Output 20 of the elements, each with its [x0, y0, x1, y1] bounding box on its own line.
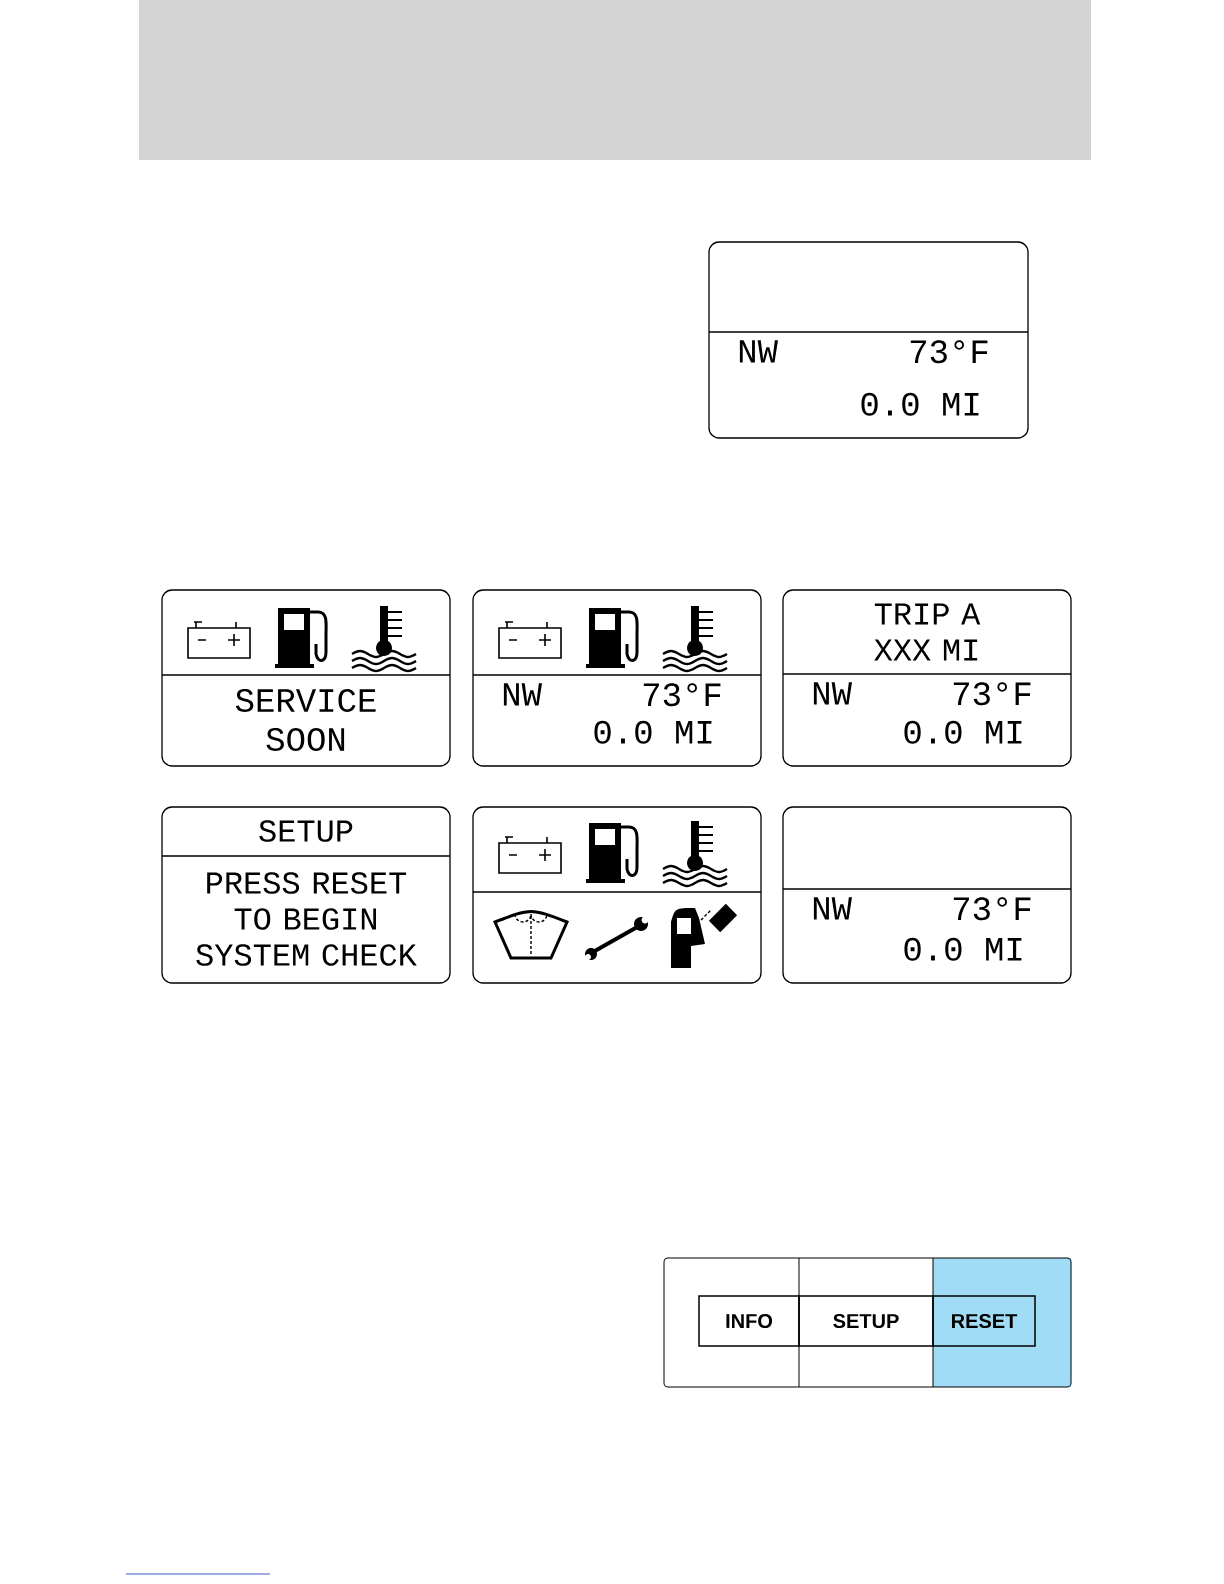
- display-text: NW: [813, 897, 852, 920]
- display-text: 73°F: [953, 897, 1031, 921]
- button: SETUP: [798, 1295, 934, 1347]
- display-text: PRESS RESET TO BEGIN SYSTEM CHECK: [196, 872, 417, 966]
- button: INFO: [698, 1295, 800, 1347]
- display-text: SETUP: [259, 820, 353, 842]
- display-text: TRIP A XXX MI: [874, 603, 981, 661]
- display-text: 0.0 MI: [861, 392, 979, 416]
- display-text: NW: [503, 683, 542, 706]
- display-text: 0.0 MI: [594, 720, 712, 744]
- display-text: NW: [813, 682, 852, 705]
- display-text: 73°F: [953, 682, 1031, 706]
- display-text: 0.0 MI: [904, 937, 1022, 961]
- display-text: 73°F: [910, 340, 988, 364]
- display-text: NW: [739, 340, 778, 363]
- button: RESET: [932, 1295, 1036, 1347]
- display-text: 0.0 MI: [904, 720, 1022, 744]
- display-text: 73°F: [643, 683, 721, 707]
- display-text: SERVICE SOON: [235, 688, 376, 752]
- button-panel: [663, 1257, 1072, 1388]
